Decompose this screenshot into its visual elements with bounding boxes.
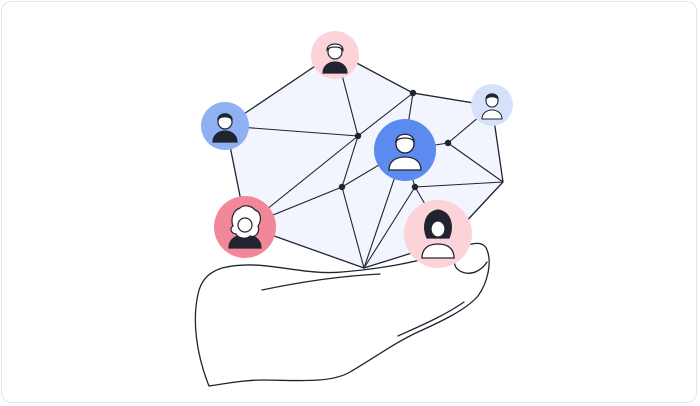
avatar-top (311, 31, 359, 79)
avatar-center (374, 119, 436, 181)
avatar-bottom-right (404, 200, 472, 268)
avatar-left (201, 102, 249, 150)
avatar-bottom-left (214, 196, 276, 258)
hand-outline (194, 242, 490, 387)
network-nodes (338, 89, 452, 191)
avatar-right (471, 84, 513, 126)
